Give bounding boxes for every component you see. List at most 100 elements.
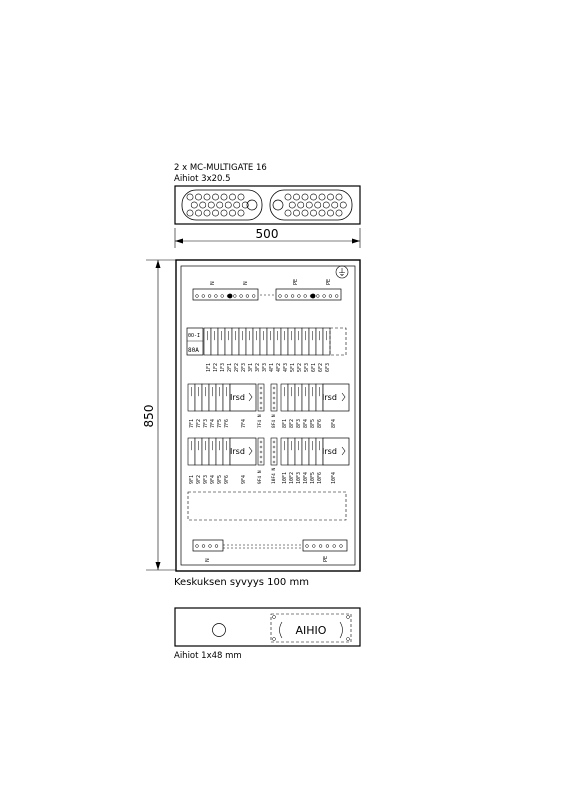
terminal-screw: [195, 294, 199, 298]
terminal-screw: [316, 294, 320, 298]
earth-symbol-icon: [335, 265, 349, 279]
terminal-screw: [328, 294, 333, 298]
neutral-screw: [259, 386, 263, 390]
row1-label: 3F1: [248, 363, 254, 372]
gland-hole: [335, 209, 343, 217]
gland-hole: [293, 209, 300, 217]
gland-hole: [186, 209, 194, 217]
rcd-arrow-icon: [341, 446, 346, 456]
neutral-screw: [272, 440, 276, 444]
gland-hole: [212, 193, 219, 201]
gland-hole: [301, 209, 309, 217]
row1-label: 1F3: [220, 363, 226, 372]
neutral-screw: [259, 401, 263, 405]
terminal-screw: [278, 294, 282, 298]
row1-label: 6F3: [325, 363, 331, 372]
row1-label: 5F3: [304, 363, 310, 372]
gland-hole: [190, 201, 198, 209]
terminal-screw: [332, 544, 336, 548]
gland-hole: [310, 209, 317, 217]
neutral-block: [257, 437, 265, 466]
terminal-screw: [207, 294, 212, 298]
gland-hole: [237, 209, 245, 217]
gland-hole: [195, 193, 202, 201]
row2-right-group: [280, 383, 350, 412]
bottom-plate: [174, 607, 361, 647]
row3-label: 10F3: [296, 472, 302, 484]
row2-label: 7F4: [210, 419, 216, 428]
neutral-screw: [259, 450, 263, 454]
row1-label: 3F3: [262, 363, 268, 372]
terminal-screw: [290, 294, 295, 298]
neutral-screw: [272, 401, 276, 405]
spare-row: [187, 491, 347, 521]
multigate-right: [269, 189, 353, 221]
multigate-left: [181, 189, 263, 221]
width-dimension: [174, 228, 361, 248]
neutral-screw: [259, 440, 263, 444]
gland-hole: [335, 193, 343, 201]
gland-hole: [305, 201, 313, 209]
row2-label: 8F2: [289, 419, 295, 428]
row3-label: 9F6: [224, 475, 230, 484]
row2-left-labels: 7F1 7F2 7F3 7F4 7F5 7F6: [189, 419, 230, 428]
terminal-screw: [339, 544, 343, 548]
terminal-screw: [297, 294, 301, 298]
row2-label: 8F1: [282, 419, 288, 428]
gland-hole: [224, 201, 232, 209]
bottom-plate-caption: Aihiot 1x48 mm: [174, 651, 242, 661]
knockout-label: AIHIO: [296, 624, 327, 637]
row1-label: 6F2: [318, 363, 324, 372]
neutral-screw: [259, 460, 263, 464]
neutral-screw: [272, 460, 276, 464]
gland-hole: [233, 201, 241, 209]
terminal-screw: [303, 294, 307, 298]
row1-label: 4F1: [269, 363, 275, 372]
knockout-outline: [270, 613, 352, 643]
neutral-screw: [272, 386, 276, 390]
main-switch: [186, 327, 204, 356]
row2-label: 7F6: [224, 419, 230, 428]
row3-right-rcd-label: Irsd: [322, 447, 337, 456]
neutral-block: [270, 437, 278, 466]
row2-label: 7F5: [217, 419, 223, 428]
row1-label: 5F2: [297, 363, 303, 372]
cabinet-front: [175, 259, 361, 572]
neutral-screw: [272, 455, 276, 459]
gland-hole: [229, 193, 236, 201]
gland-hole: [327, 209, 334, 217]
neutral-screw: [272, 406, 276, 410]
gland-hole: [310, 193, 317, 201]
gland-hole: [297, 201, 305, 209]
neutral-screw: [259, 406, 263, 410]
terminal-rail-top-right: [275, 288, 342, 301]
row1-label: 1F2: [213, 363, 219, 372]
terminal-pe-label-2: PE: [326, 279, 332, 285]
earth-symbol-glyph: ⏚: [337, 268, 346, 279]
terminal-screw: [252, 294, 256, 298]
row1-labels: 1F1 1F2 1F3 2F1 2F2 2F3 3F1 3F2 3F3 4F1 …: [206, 363, 331, 372]
terminal-screw: [284, 294, 288, 298]
gland-hole: [301, 193, 309, 201]
gland-plate: [174, 185, 361, 225]
gland-hole: [220, 209, 228, 217]
row2-label: 8F3: [296, 419, 302, 428]
row2-right-tag: 8F4: [331, 419, 337, 428]
terminal-rail-bottom-left: [192, 539, 224, 552]
gland-hole: [199, 201, 207, 209]
gland-hole: [318, 193, 326, 201]
row1-breakers: [203, 327, 331, 356]
row3-right-labels: 10F1 10F2 10F3 10F4 10F5 10F6: [282, 472, 323, 484]
row1-label: 2F2: [234, 363, 240, 372]
bottom-n-label: N: [205, 558, 211, 562]
terminal-rail-top-left: [192, 288, 259, 301]
terminal-screw: [201, 294, 205, 298]
gland-hole: [318, 209, 326, 217]
row2-label: 8F6: [317, 419, 323, 428]
row3-label: 9F1: [189, 475, 195, 484]
neutral-screw: [259, 445, 263, 449]
main-switch-rating: 80A: [188, 347, 199, 354]
gland-hole: [331, 201, 339, 209]
terminal-screw: [220, 294, 224, 298]
main-switch-top-label: 0O-I: [188, 333, 200, 339]
